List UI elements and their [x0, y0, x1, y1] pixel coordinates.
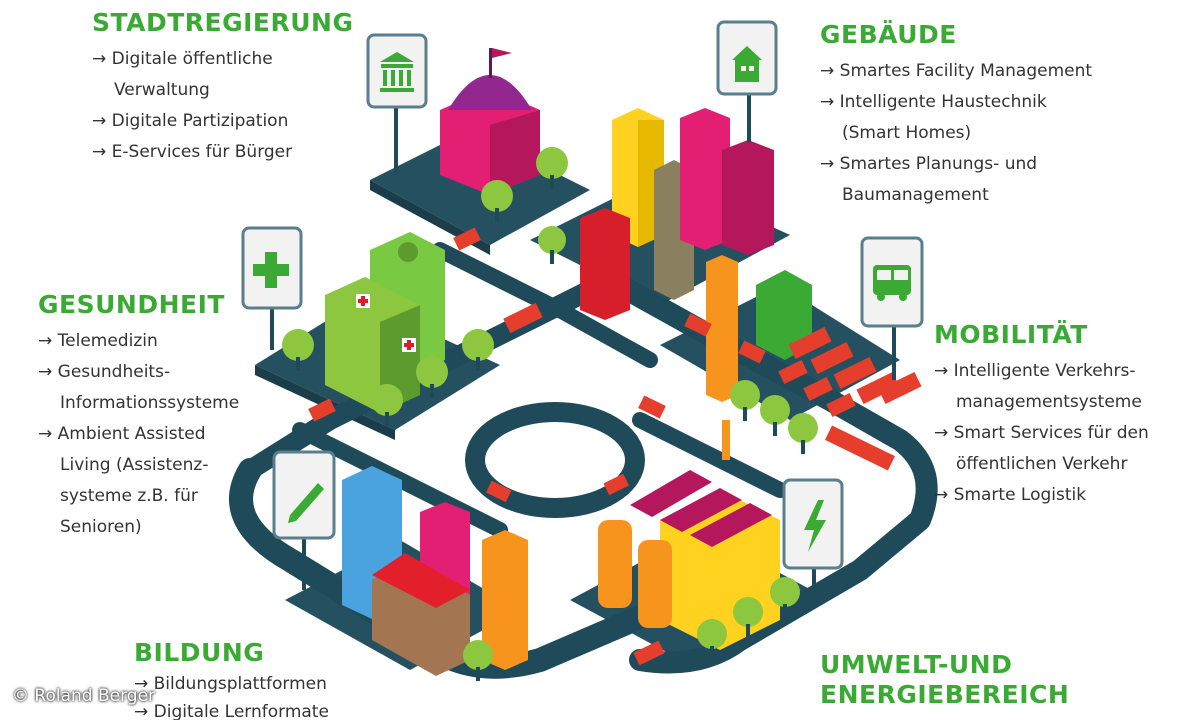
- item-line: → Smarte Logistik: [934, 485, 1087, 505]
- medical-cross-icon: [241, 226, 303, 350]
- list-item: → Smartes Planungs- und Baumanagement: [820, 149, 1092, 211]
- item-line: → Digitale öffentliche: [92, 49, 273, 69]
- category-mobilitaet: MOBILITÄT → Intelligente Verkehrs- manag…: [934, 320, 1149, 511]
- pencil-icon: [272, 450, 336, 590]
- hospital-building: [325, 232, 445, 413]
- item-line: → Ambient Assisted: [38, 424, 206, 444]
- item-line: systeme z.B. für: [60, 486, 198, 506]
- category-title: BILDUNG: [134, 638, 265, 667]
- category-title: GESUNDHEIT: [38, 290, 225, 319]
- category-title: GEBÄUDE: [820, 20, 957, 49]
- item-line: → Gesundheits-: [38, 362, 171, 382]
- category-umwelt: UMWELT-UND ENERGIEBEREICH: [820, 650, 1069, 710]
- trees: [282, 147, 818, 681]
- list-item: → Digitale Lernformate: [134, 698, 329, 720]
- item-line: Living (Assistenz-: [60, 455, 209, 475]
- list-item: → Intelligente Verkehrs- managementsyste…: [934, 356, 1149, 418]
- category-gebaeude: GEBÄUDE → Smartes Facility Management → …: [820, 20, 1092, 211]
- list-item: → Bildungsplattformen: [134, 670, 329, 698]
- house-icon: [716, 20, 778, 142]
- item-line: → Smart Services für den: [934, 423, 1149, 443]
- list-item: → Telemedizin: [38, 326, 239, 357]
- item-line: → Telemedizin: [38, 331, 158, 351]
- item-line: (Smart Homes): [842, 123, 972, 143]
- list-item: → Digitale öffentliche Verwaltung: [92, 44, 354, 106]
- city-hall-icon: [366, 33, 428, 175]
- cars: [308, 227, 766, 666]
- list-item: → Smarte Logistik: [934, 480, 1149, 511]
- category-title-line: ENERGIEBEREICH: [820, 680, 1070, 709]
- list-item: → Gesundheits- Informationssysteme: [38, 357, 239, 419]
- category-bildung: BILDUNG → Bildungsplattformen → Digitale…: [134, 638, 329, 720]
- item-line: Senioren): [60, 517, 142, 537]
- item-line: → Bildungsplattformen: [134, 674, 327, 694]
- category-title: MOBILITÄT: [934, 320, 1088, 349]
- item-line: → Intelligente Haustechnik: [820, 92, 1047, 112]
- item-line: öffentlichen Verkehr: [956, 454, 1128, 474]
- list-item: → Smart Services für den öffentlichen Ve…: [934, 418, 1149, 480]
- item-line: Baumanagement: [842, 185, 989, 205]
- item-line: managementsysteme: [956, 392, 1142, 412]
- office-towers: [580, 108, 774, 320]
- category-gesundheit: GESUNDHEIT → Telemedizin → Gesundheits- …: [38, 290, 239, 543]
- item-line: → E-Services für Bürger: [92, 142, 293, 162]
- lightning-icon: [782, 478, 844, 606]
- list-item: → E-Services für Bürger: [92, 137, 354, 168]
- list-item: → Intelligente Haustechnik (Smart Homes): [820, 87, 1092, 149]
- item-line: Verwaltung: [114, 80, 210, 100]
- education-buildings: [342, 466, 528, 676]
- item-line: → Digitale Lernformate: [134, 702, 329, 720]
- copyright-credit: © Roland Berger: [12, 686, 156, 706]
- list-item: → Smartes Facility Management: [820, 56, 1092, 87]
- item-line: Informationssysteme: [60, 393, 240, 413]
- item-line: → Smartes Planungs- und: [820, 154, 1038, 174]
- item-line: → Digitale Partizipation: [92, 111, 289, 131]
- item-line: → Smartes Facility Management: [820, 61, 1093, 81]
- category-title: STADTREGIERUNG: [92, 8, 354, 37]
- bus-icon: [860, 236, 924, 380]
- list-item: → Digitale Partizipation: [92, 106, 354, 137]
- city-hall-building: [440, 48, 540, 195]
- category-stadtregierung: STADTREGIERUNG → Digitale öffentliche Ve…: [92, 8, 354, 168]
- list-item: → Ambient Assisted Living (Assistenz- sy…: [38, 419, 239, 543]
- item-line: → Intelligente Verkehrs-: [934, 361, 1136, 381]
- category-title-line: UMWELT-UND: [820, 650, 1013, 679]
- category-signs: [241, 20, 924, 606]
- mobility-buildings: [706, 255, 922, 471]
